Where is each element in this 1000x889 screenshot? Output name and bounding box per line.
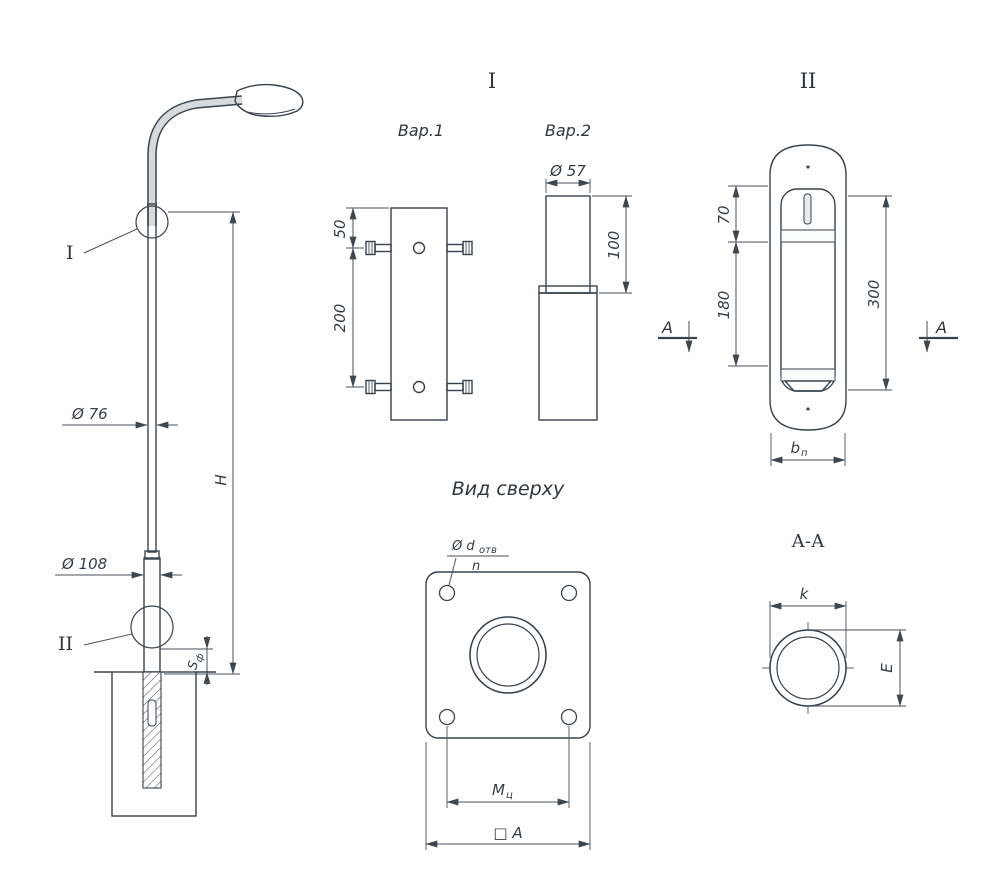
variant-1-label: Вар.1	[398, 121, 444, 140]
dim-70-label: 70	[715, 205, 733, 224]
dimension-s: S ф	[160, 636, 213, 685]
pole-arm	[148, 96, 243, 226]
mount-hole-top-left	[438, 584, 456, 602]
hole-spec-leader	[448, 557, 457, 586]
luminaire-head	[234, 83, 304, 118]
dim-200-label: 200	[331, 304, 349, 333]
detail-i-title: I	[488, 69, 496, 93]
dimension-mc: М ц	[446, 726, 570, 808]
pole-tube-inner	[476, 623, 540, 687]
dim-180-label: 180	[715, 291, 733, 320]
center-mark-top	[806, 165, 810, 169]
top-view-title: Вид сверху	[452, 478, 565, 500]
hole-spec-label: Ø d отв n	[447, 539, 509, 586]
detail-ii-title: II	[800, 69, 817, 93]
dimension-bn: b п	[770, 433, 846, 466]
dim-100-label: 100	[605, 231, 623, 260]
dimension-50-200: 50 200	[331, 207, 389, 388]
dimension-70-180: 70 180	[715, 185, 768, 367]
bolt-lower-left-head	[365, 379, 376, 395]
tube-section-inner	[776, 636, 840, 700]
section-letter-right: А	[935, 318, 947, 337]
callout-i-label: I	[66, 242, 74, 264]
detail-i-view: I Вар.1 Вар.2	[331, 69, 632, 421]
mc-label-main: М	[492, 781, 505, 799]
bolt-upper-left-head	[365, 240, 376, 256]
pole-upper-shaft	[147, 203, 157, 553]
section-aa-view: А-А k E	[762, 531, 906, 714]
square-a-label: □ A	[493, 824, 522, 842]
callout-ii-label: II	[58, 633, 73, 655]
variant-2-coupling	[538, 285, 598, 294]
dimension-square-a: □ A	[425, 742, 591, 850]
variant-2-cylinder	[538, 195, 598, 421]
dimension-dia-57: Ø 57	[545, 162, 591, 193]
detail-circle-i	[135, 205, 169, 239]
variant-2-label: Вар.2	[545, 121, 591, 140]
mc-label-sub: ц	[506, 790, 513, 801]
bn-label-main: b	[790, 439, 800, 457]
base-plate	[425, 571, 591, 739]
callout-ii-leader	[83, 633, 133, 646]
dimension-300: 300	[848, 195, 892, 391]
section-mark-right: А	[919, 318, 958, 353]
bolt-lower-right-shaft	[446, 382, 464, 392]
height-h-label: H	[212, 474, 230, 485]
pole-lower-shaft	[143, 557, 161, 673]
bolt-hole-lower	[412, 380, 426, 394]
variant-1-cylinder	[365, 207, 473, 421]
dia-108-label: Ø 108	[61, 555, 107, 573]
mount-hole-top-right	[560, 584, 578, 602]
dia-57-label: Ø 57	[549, 162, 586, 180]
embedded-pole-section	[142, 671, 162, 789]
lower-opening-band	[780, 368, 836, 382]
door-slot	[803, 193, 812, 225]
hole-dia-label: Ø d	[451, 539, 475, 554]
dim-300-label: 300	[865, 280, 883, 309]
bolt-upper-right-head	[462, 240, 473, 256]
section-mark-left: А	[658, 318, 697, 353]
dimension-height-h: H	[164, 211, 240, 675]
embedded-pole-slot	[147, 699, 157, 727]
bolt-lower-left-shaft	[374, 382, 392, 392]
hole-count-label: n	[472, 559, 480, 574]
mount-hole-bottom-right	[560, 708, 578, 726]
center-mark-bottom	[806, 407, 810, 411]
top-view: Вид сверху Ø d отв n М ц □ A	[425, 478, 591, 850]
base-section-body	[769, 144, 847, 431]
hole-dia-sub-label: отв	[479, 545, 497, 556]
bolt-upper-left-shaft	[374, 243, 392, 253]
k-label: k	[800, 585, 810, 603]
bolt-hole-upper	[412, 241, 426, 255]
dim-50-label: 50	[331, 219, 349, 238]
detail-ii-view: II 70 180 300 А	[658, 69, 958, 466]
section-aa-title: А-А	[791, 531, 825, 552]
bn-label-sub: п	[801, 448, 808, 459]
dia-76-label: Ø 76	[71, 405, 108, 423]
luminaire-lens-line	[246, 108, 296, 115]
s-label-sub: ф	[194, 652, 207, 664]
pole-general-view: I II Ø 76 Ø 108 H S	[55, 83, 304, 817]
dimension-e: E	[812, 629, 906, 707]
dimension-100: 100	[592, 195, 632, 294]
bolt-upper-right-shaft	[446, 243, 464, 253]
lower-bracket	[783, 380, 833, 392]
pole-joint-collar	[144, 550, 160, 560]
dimension-k: k	[769, 585, 847, 658]
detail-circle-ii	[130, 605, 174, 649]
section-letter-left: А	[661, 318, 673, 337]
bolt-lower-right-head	[462, 379, 473, 395]
mount-hole-bottom-left	[438, 708, 456, 726]
dimension-dia-108: Ø 108	[55, 555, 182, 579]
callout-i-leader	[83, 228, 138, 254]
dimension-dia-76: Ø 76	[62, 405, 178, 429]
upper-opening-band	[780, 229, 836, 243]
e-label: E	[878, 663, 896, 673]
